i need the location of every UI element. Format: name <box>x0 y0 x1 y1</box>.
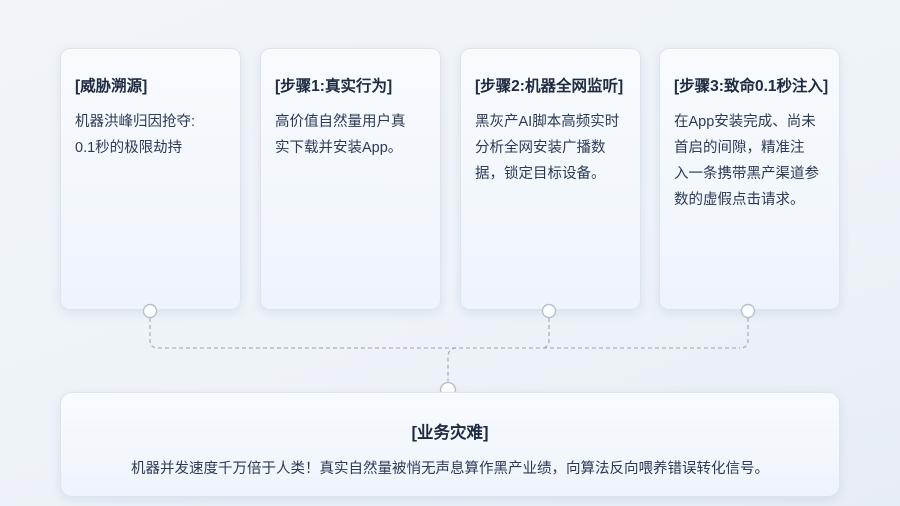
card-step-1-title: [步骤1:真实行为] <box>275 78 393 95</box>
connector-drop <box>447 347 457 381</box>
card-threat-origin: [威胁溯源] 机器洪峰归因抢夺: 0.1秒的极限劫持 <box>60 48 241 310</box>
card-threat-origin-body: 机器洪峰归因抢夺: 0.1秒的极限劫持 <box>75 114 196 157</box>
card-step-2: [步骤2:机器全网监听] 黑灰产AI脚本高频实时 分析全网安装广播数 据，锁定目… <box>460 48 641 310</box>
card-step-3-body: 在App安装完成、尚未 首启的间隙，精准注 入一条携带黑产渠道参 数的虚假点击请… <box>674 114 819 209</box>
connector-stub-card4 <box>739 318 749 349</box>
result-card-business-disaster: [业务灾难] 机器并发速度千万倍于人类！真实自然量被悄无声息算作黑产业绩，向算法… <box>60 392 840 497</box>
result-card-body: 机器并发速度千万倍于人类！真实自然量被悄无声息算作黑产业绩，向算法反向喂养错误转… <box>131 461 769 477</box>
connector-dots-group <box>142 303 756 399</box>
connector-stub-card3 <box>540 318 550 349</box>
connector-stub-card1 <box>149 318 159 349</box>
card-step-1: [步骤1:真实行为] 高价值自然量用户真 实下载并安装App。 <box>260 48 441 310</box>
card-step-2-body: 黑灰产AI脚本高频实时 分析全网安装广播数 据，锁定目标设备。 <box>475 114 620 183</box>
card-step-3-title: [步骤3:致命0.1秒注入] <box>674 78 829 95</box>
dashed-connector-group <box>149 318 749 381</box>
result-card-title: [业务灾难] <box>411 424 489 442</box>
card-step-3: [步骤3:致命0.1秒注入] 在App安装完成、尚未 首启的间隙，精准注 入一条… <box>659 48 840 310</box>
card-step-2-title: [步骤2:机器全网监听] <box>475 78 624 95</box>
card-threat-origin-title: [威胁溯源] <box>75 78 148 95</box>
card-step-1-body: 高价值自然量用户真 实下载并安装App。 <box>275 114 406 157</box>
